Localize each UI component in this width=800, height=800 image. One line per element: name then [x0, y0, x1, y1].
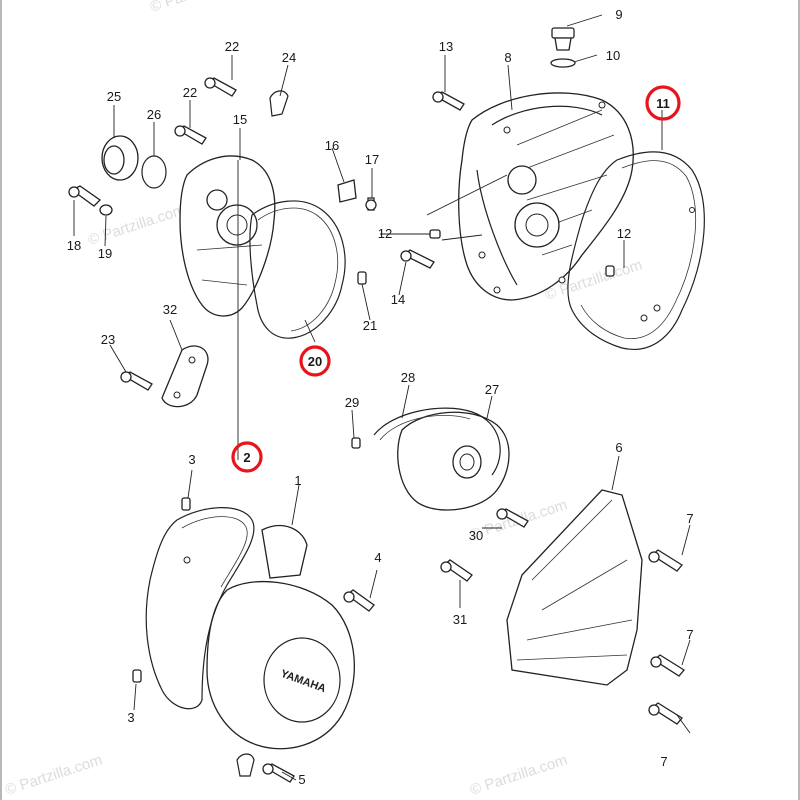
- callout-3: 3: [188, 452, 195, 467]
- callout-7: 7: [686, 627, 693, 642]
- callout-28: 28: [401, 370, 415, 385]
- callout-30: 30: [469, 528, 483, 543]
- callout-31: 31: [453, 612, 467, 627]
- callout-32: 32: [163, 302, 177, 317]
- callout-7: 7: [686, 511, 693, 526]
- callout-8: 8: [504, 50, 511, 65]
- callout-29: 29: [345, 395, 359, 410]
- callout-7: 7: [660, 754, 667, 769]
- callout-23: 23: [101, 332, 115, 347]
- callout-4: 4: [374, 550, 381, 565]
- leader-lines: [73, 14, 691, 781]
- callout-19: 19: [98, 246, 112, 261]
- watermark: © Partzilla.com: [468, 751, 569, 798]
- callout-22: 22: [225, 39, 239, 54]
- callout-27: 27: [485, 382, 499, 397]
- pickup-cover: [351, 407, 529, 528]
- callout-13: 13: [439, 39, 453, 54]
- callout-11: 11: [656, 96, 670, 111]
- callout-15: 15: [233, 112, 247, 127]
- callout-24: 24: [282, 50, 296, 65]
- callout-25: 25: [107, 89, 121, 104]
- callout-12: 12: [378, 226, 392, 241]
- highlight-rings: [231, 85, 681, 473]
- callout-22: 22: [183, 85, 197, 100]
- callout-3: 3: [127, 710, 134, 725]
- callout-6: 6: [615, 440, 622, 455]
- callout-12: 12: [617, 226, 631, 241]
- callout-10: 10: [606, 48, 620, 63]
- callout-1: 1: [294, 473, 301, 488]
- callout-2: 2: [243, 450, 250, 465]
- callout-17: 17: [365, 152, 379, 167]
- clutch-cover: [400, 27, 705, 350]
- highlight-ring-11: [645, 85, 681, 121]
- sprocket-cover: [440, 489, 685, 725]
- callout-18: 18: [67, 238, 81, 253]
- callout-21: 21: [363, 318, 377, 333]
- callout-26: 26: [147, 107, 161, 122]
- callout-20: 20: [308, 354, 322, 369]
- callout-5: 5: [298, 772, 305, 787]
- watermark: © Partzilla.com: [148, 0, 249, 16]
- highlight-ring-20: [299, 345, 331, 377]
- highlight-ring-2: [231, 441, 263, 473]
- watermark: © Partzilla.com: [3, 751, 104, 798]
- generator-cover: YAMAHA: [132, 497, 375, 783]
- callout-labels: 9 10 13 8 11 12 12 14 22 24 22 25 26 15 …: [67, 7, 694, 787]
- callout-9: 9: [615, 7, 622, 22]
- callout-14: 14: [391, 292, 405, 307]
- callout-16: 16: [325, 138, 339, 153]
